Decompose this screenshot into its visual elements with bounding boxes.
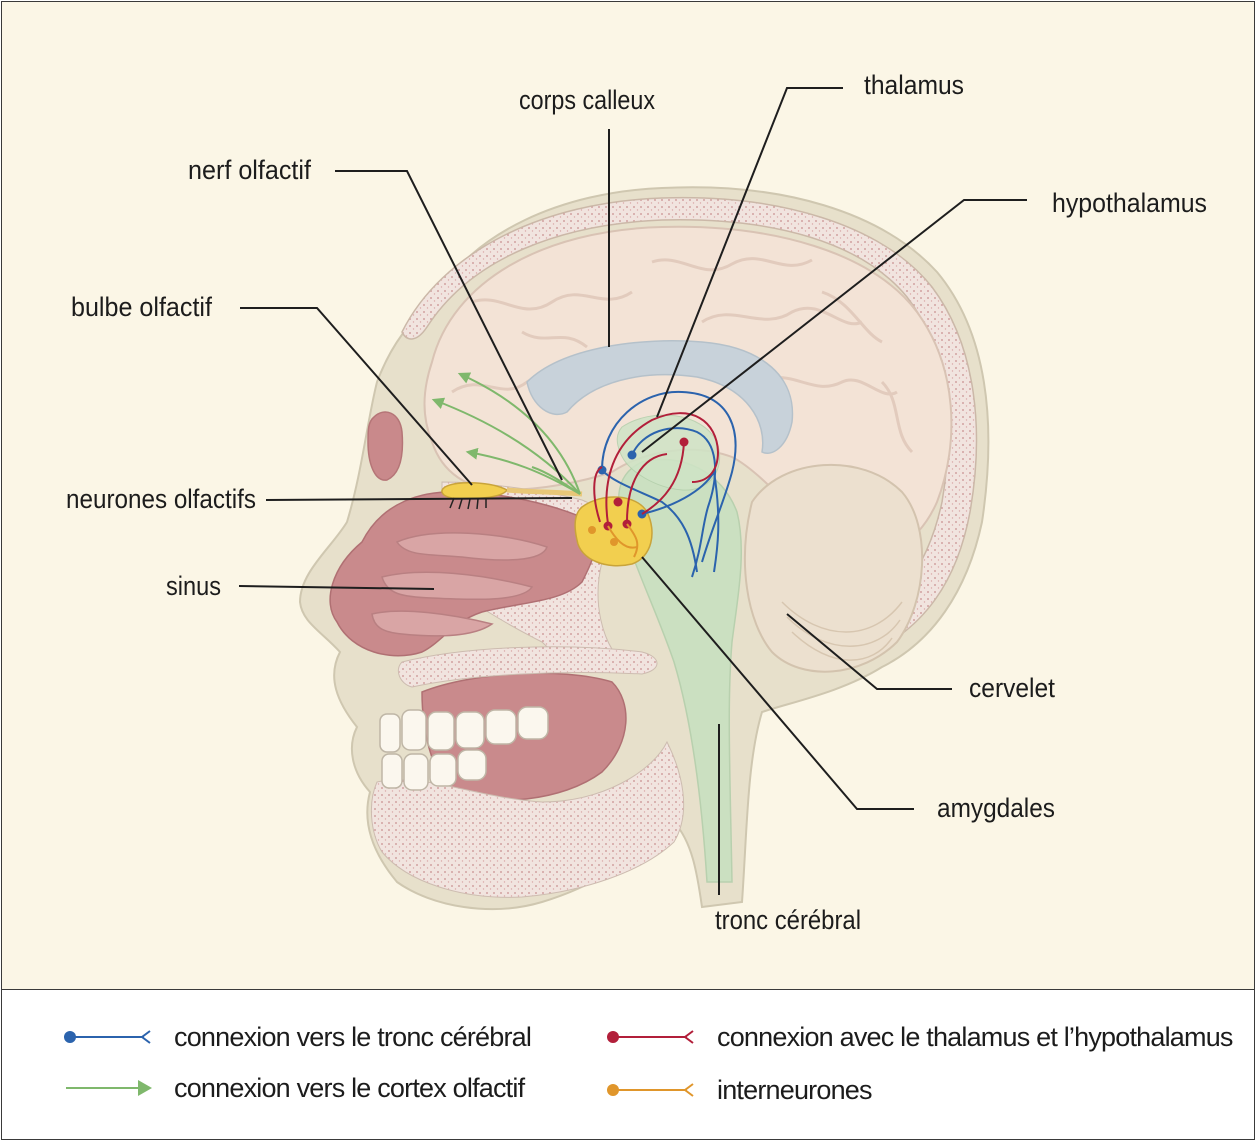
label-amygdales: amygdales: [937, 793, 1055, 823]
legend-item-cortex-olfactif: connexion vers le cortex olfactif: [62, 1068, 525, 1108]
interneurones-nodes: [588, 526, 618, 546]
leader-lines: [238, 87, 1027, 895]
label-thalamus: thalamus: [864, 70, 964, 100]
legend-item-tronc-cerebral: connexion vers le tronc cérébral: [62, 1017, 532, 1057]
olfactory-tract: [506, 487, 583, 497]
leader-hypothalamus: [641, 199, 1027, 453]
label-cervelet: cervelet: [969, 673, 1055, 703]
label-sinus: sinus: [166, 571, 221, 601]
thalamus-pathways: [593, 412, 720, 525]
amygdala: [574, 496, 653, 567]
label-corps-calleux: corps calleux: [519, 85, 655, 115]
green-arrow-icon: [66, 1080, 152, 1096]
legend-label-thalamus-hypothalamus: connexion avec le thalamus et l’hypothal…: [717, 1021, 1233, 1052]
tronc-cerebral-pathways: [601, 390, 737, 578]
legend-item-interneurones: interneurones: [605, 1070, 873, 1110]
frontal-sinus: [367, 411, 404, 481]
interneurones-pathways: [607, 523, 639, 558]
orange-connector-icon: [607, 1083, 694, 1097]
olfactory-bulb: [441, 481, 509, 500]
label-tronc-cerebral: tronc cérébral: [715, 905, 861, 935]
leader-nerf-olfactif: [335, 170, 563, 481]
leader-amygdales: [641, 556, 914, 810]
leader-sinus: [238, 585, 435, 590]
teeth: [379, 706, 549, 791]
label-hypothalamus: hypothalamus: [1052, 188, 1207, 218]
olfactory-neurons: [449, 497, 487, 510]
mandible: [370, 740, 685, 898]
legend-label-tronc-cerebral: connexion vers le tronc cérébral: [174, 1021, 532, 1052]
leader-thalamus: [656, 87, 843, 418]
blue-connector-icon: [64, 1030, 151, 1044]
palate: [397, 646, 658, 688]
cerebellum: [743, 463, 924, 673]
nasal-conchae: [371, 532, 548, 637]
leader-neurones-olfactifs: [265, 497, 573, 501]
legend-label-cortex-olfactif: connexion vers le cortex olfactif: [174, 1072, 525, 1103]
leader-bulbe-olfactif: [240, 307, 473, 486]
legend: connexion vers le tronc cérébral connexi…: [2, 990, 1254, 1141]
leader-cervelet: [786, 613, 952, 690]
legend-label-interneurones: interneurones: [717, 1074, 873, 1105]
legend-item-thalamus-hypothalamus: connexion avec le thalamus et l’hypothal…: [605, 1017, 1233, 1057]
label-bulbe-olfactif: bulbe olfactif: [71, 292, 212, 322]
label-nerf-olfactif: nerf olfactif: [188, 155, 311, 185]
corpus-callosum: [526, 340, 794, 454]
head-sagittal-diagram: corps calleux thalamus nerf olfactif hyp…: [66, 70, 1207, 935]
anatomy-figure: corps calleux thalamus nerf olfactif hyp…: [2, 2, 1254, 990]
cortex-olfactif-pathways: [431, 372, 581, 495]
label-neurones-olfactifs: neurones olfactifs: [66, 484, 256, 514]
red-connector-icon: [607, 1030, 694, 1044]
cerebellum-folia: [781, 601, 903, 661]
